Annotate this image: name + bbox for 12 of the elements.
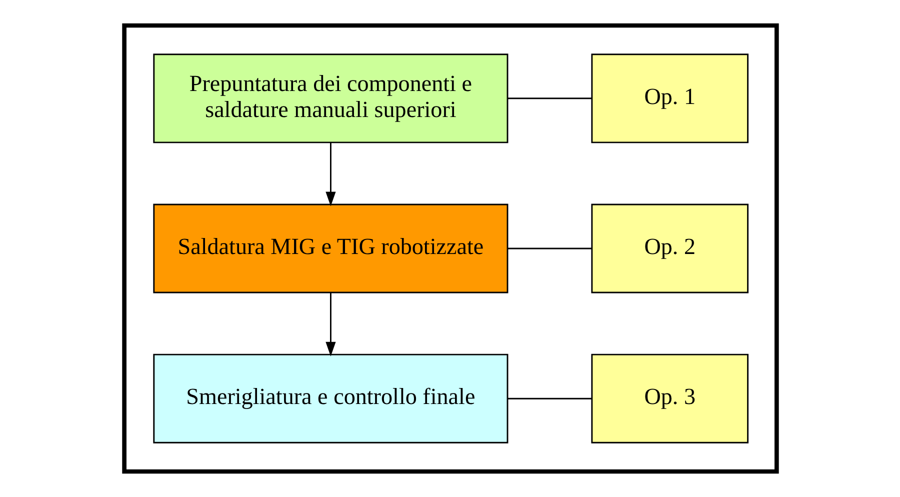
connector <box>507 398 592 400</box>
node-box: Op. 1 <box>590 54 748 144</box>
node-box: Prepuntatura dei componenti e saldature manuali superiori <box>152 54 508 144</box>
cluster <box>122 23 778 474</box>
connector <box>507 98 592 100</box>
node-box: Op. 2 <box>590 204 748 294</box>
node-box: Saldatura MIG e TIG robotizzate <box>152 204 508 294</box>
arrow <box>325 142 336 206</box>
node-box: Op. 3 <box>590 354 748 444</box>
connector <box>507 248 592 250</box>
node-box: Smerigliatura e controllo finale <box>152 354 508 444</box>
arrow <box>325 292 336 356</box>
